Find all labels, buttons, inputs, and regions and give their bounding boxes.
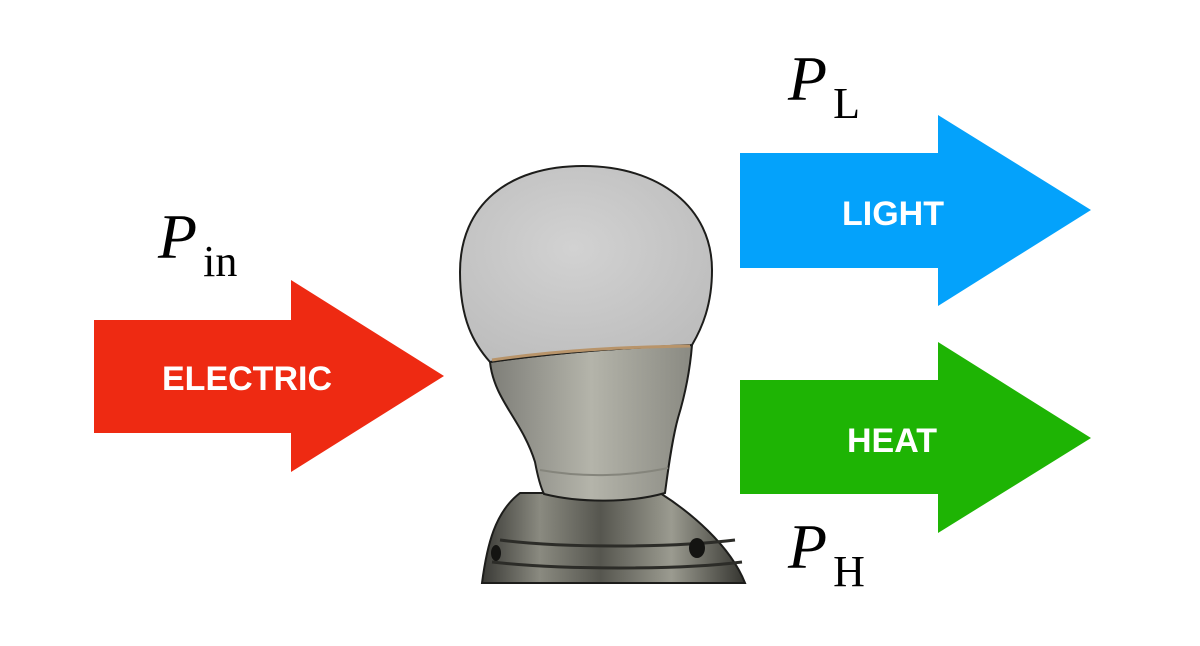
socket-ridge <box>499 538 736 548</box>
power-input-main: P <box>157 201 197 272</box>
power-heat-main: P <box>787 511 827 582</box>
glass-rim <box>491 344 691 362</box>
light-arrow-label: LIGHT <box>842 195 944 233</box>
power-input-subscript: in <box>203 237 237 286</box>
heat-output-arrow: HEAT <box>740 342 1091 533</box>
electric-arrow-shape <box>94 280 444 472</box>
bulb-socket <box>480 492 747 584</box>
light-output-arrow: LIGHT <box>740 115 1091 306</box>
heat-arrow-shape <box>740 342 1091 533</box>
socket-hole <box>491 545 501 561</box>
power-light-main: P <box>787 43 827 114</box>
electric-arrow-label: ELECTRIC <box>162 360 332 398</box>
light-bulb-icon <box>458 164 747 584</box>
bulb-glass <box>458 164 714 364</box>
power-heat-subscript: H <box>833 547 865 596</box>
electric-input-arrow: ELECTRIC <box>94 280 444 472</box>
power-light-subscript: L <box>833 79 860 128</box>
heat-arrow-label: HEAT <box>847 422 937 460</box>
light-arrow-shape <box>740 115 1091 306</box>
socket-ridge <box>491 560 743 570</box>
bulb-neck <box>488 343 694 502</box>
neck-shadow <box>539 467 669 477</box>
socket-hole <box>689 538 705 558</box>
